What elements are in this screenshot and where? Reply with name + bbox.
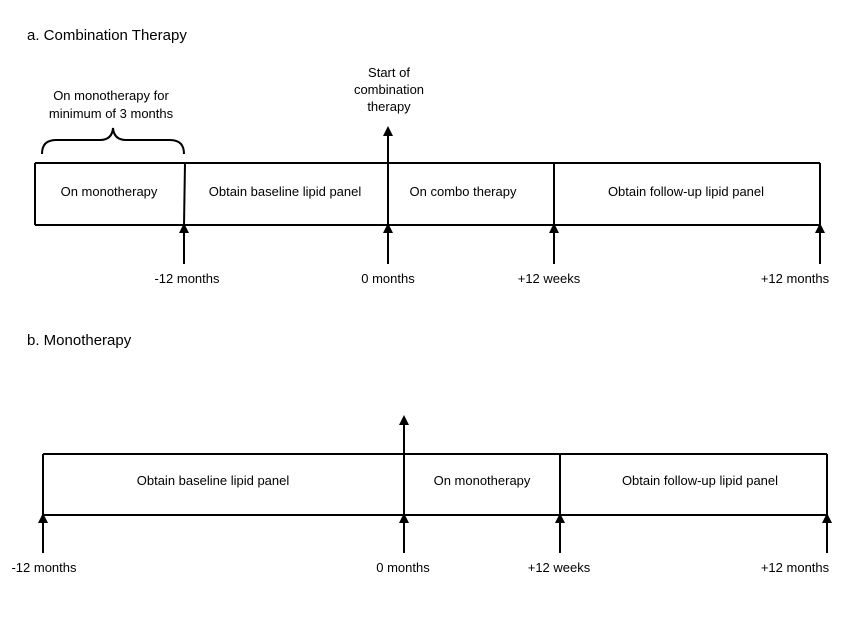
start-label-line2: combination xyxy=(354,82,424,97)
start-label-line1: Start of xyxy=(368,65,410,80)
panel-b: b. Monotherapy Obtain baseline lipid pan… xyxy=(11,332,832,575)
panel-a-segment-1: Obtain baseline lipid panel xyxy=(209,184,362,199)
monotherapy-brace xyxy=(41,127,185,155)
panel-a-segment-3: Obtain follow-up lipid panel xyxy=(608,184,764,199)
panel-a-tick-label-3: +12 months xyxy=(761,271,830,286)
panel-a-tick-label-1: 0 months xyxy=(361,271,415,286)
panel-a-title: a. Combination Therapy xyxy=(27,27,187,44)
panel-b-tick-label-3: +12 months xyxy=(761,560,830,575)
panel-a-segment-2: On combo therapy xyxy=(410,184,517,199)
start-label-line3: therapy xyxy=(367,99,411,114)
panel-b-segment-2: Obtain follow-up lipid panel xyxy=(622,473,778,488)
panel-a-divider-1 xyxy=(183,162,186,226)
panel-a-segment-0: On monotherapy xyxy=(61,184,158,199)
brace-label-line1: On monotherapy for xyxy=(53,88,169,103)
panel-b-tick-label-1: 0 months xyxy=(376,560,430,575)
panel-b-title: b. Monotherapy xyxy=(27,332,132,349)
panel-a-tick-label-2: +12 weeks xyxy=(518,271,581,286)
panel-b-tick-label-0: -12 months xyxy=(11,560,77,575)
brace-label-line2: minimum of 3 months xyxy=(49,106,174,121)
panel-a-tick-label-0: -12 months xyxy=(154,271,220,286)
panel-a: a. Combination Therapy On monotherapy fo… xyxy=(27,27,830,286)
panel-b-segment-1: On monotherapy xyxy=(434,473,531,488)
panel-b-segment-0: Obtain baseline lipid panel xyxy=(137,473,290,488)
panel-b-tick-label-2: +12 weeks xyxy=(528,560,591,575)
